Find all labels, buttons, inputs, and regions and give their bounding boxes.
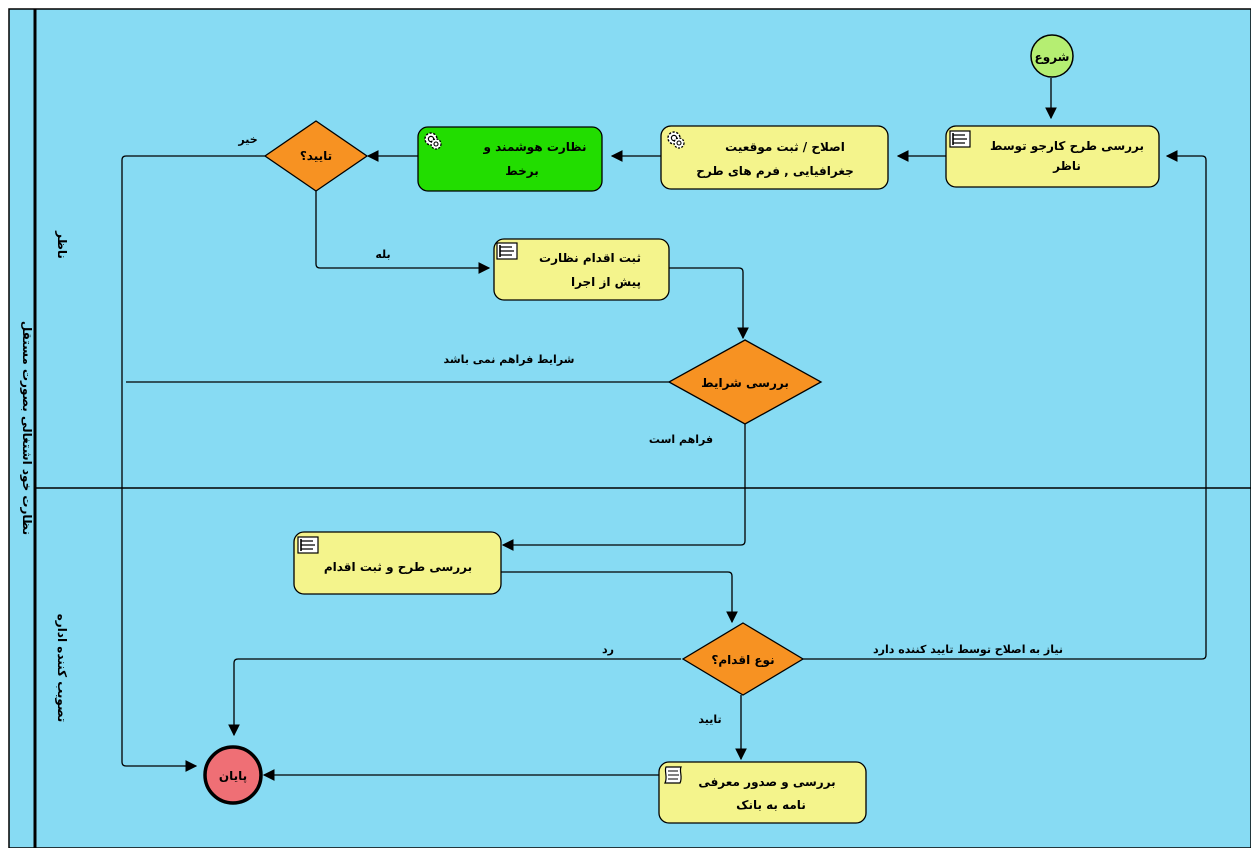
task-fix-location-line1: اصلاح / ثبت موقعیت [725, 140, 845, 155]
task-review-plan-line2: ناظر [1052, 159, 1081, 173]
end-event[interactable]: پایان [203, 745, 263, 805]
flow-needs-fix-loop[interactable] [803, 150, 1207, 660]
gateway-action-type-label: نوع اقدام؟ [711, 653, 774, 668]
task-issue-letter[interactable]: بررسی و صدور معرفی نامه به بانک [658, 761, 867, 824]
task-pre-exec[interactable]: ثبت اقدام نظارت پیش از اجرا [493, 238, 670, 301]
manual-task-icon [496, 242, 518, 260]
task-smart-online-line1: نظارت هوشمند و [482, 140, 586, 155]
flow-label-met: فراهم است [649, 433, 713, 446]
flow-no-to-end[interactable] [121, 155, 267, 772]
lane-label-approver: تصویب کننده اداره [54, 614, 69, 723]
flow-label-needs-fix: نیاز به اصلاح توسط تایید کننده دارد [873, 643, 1063, 656]
flow-label-reject: رد [602, 643, 614, 656]
gateway-conditions-label: بررسی شرایط [701, 376, 789, 390]
task-fix-location[interactable]: اصلاح / ثبت موقعیت جغرافیایی , فرم های ط… [660, 125, 889, 190]
flow-label-not-met: شرایط فراهم نمی باشد [444, 353, 575, 366]
flow-label-approve: تایید [698, 713, 721, 726]
pool-title: نظارت خود اشتغالی بصورت مستقل [19, 321, 34, 535]
task-review-action-line1: بررسی طرح و ثبت اقدام [324, 560, 472, 575]
start-event-label: شروع [1035, 50, 1070, 65]
gateway-conditions[interactable]: بررسی شرایط [667, 339, 823, 425]
flow-reject-to-end[interactable] [228, 658, 681, 737]
flow-yes-to-pre-exec[interactable] [315, 190, 491, 274]
task-smart-online-line2: برخط [505, 164, 538, 178]
gateway-approved[interactable]: تایید؟ [263, 120, 369, 192]
start-event[interactable]: شروع [1030, 34, 1074, 78]
task-review-action[interactable]: بررسی طرح و ثبت اقدام [293, 531, 502, 595]
task-pre-exec-line1: ثبت اقدام نظارت [539, 251, 641, 266]
flow-label-no: خیر [237, 133, 257, 146]
task-fix-location-line2: جغرافیایی , فرم های طرح [696, 164, 854, 179]
task-review-plan[interactable]: بررسی طرح کارجو توسط ناظر [945, 125, 1160, 188]
task-issue-letter-line2: نامه به بانک [736, 798, 806, 812]
flow-pre-exec-to-conditions[interactable] [669, 267, 749, 340]
task-pre-exec-line2: پیش از اجرا [571, 275, 641, 289]
task-review-plan-line1: بررسی طرح کارجو توسط [990, 139, 1144, 154]
flow-label-yes: بله [375, 248, 390, 261]
sequence-flows [121, 78, 1207, 781]
manual-task-icon [297, 536, 319, 554]
flow-review-action-to-type[interactable] [501, 571, 738, 624]
gateway-approved-label: تایید؟ [300, 149, 332, 163]
flow-met-to-review-action[interactable] [501, 423, 746, 551]
task-smart-online[interactable]: نظارت هوشمند و برخط [417, 126, 603, 192]
lane-label-supervisor: ناظر [55, 230, 69, 259]
task-issue-letter-line1: بررسی و صدور معرفی [698, 775, 835, 790]
script-task-icon [664, 766, 682, 784]
end-event-label: پایان [219, 769, 247, 783]
manual-task-icon [949, 130, 971, 148]
gateway-action-type[interactable]: نوع اقدام؟ [681, 622, 805, 696]
